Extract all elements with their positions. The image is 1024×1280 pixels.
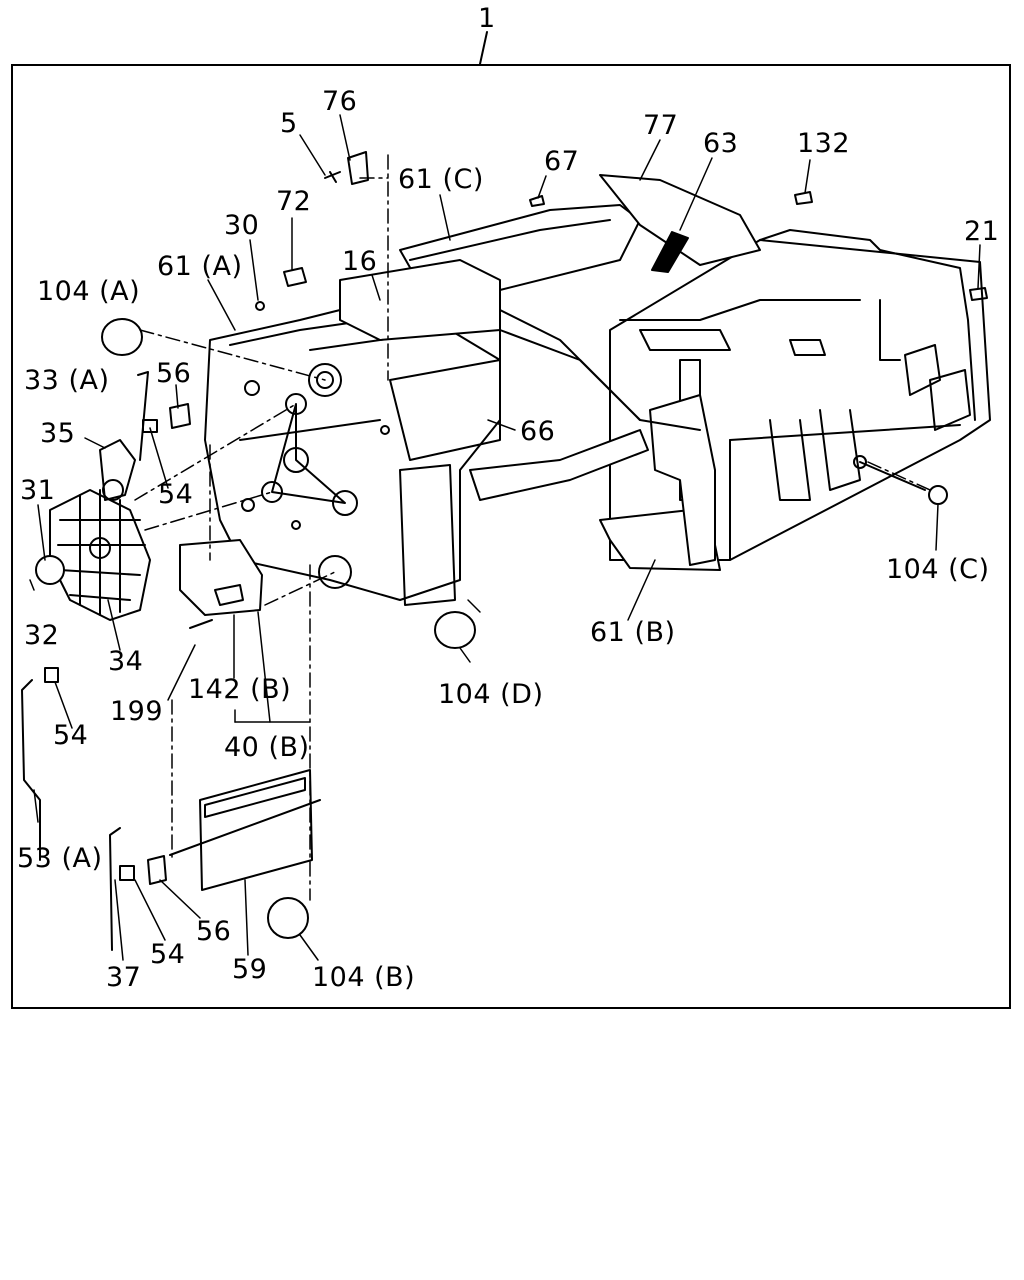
callout-54-upper: 54 — [158, 479, 194, 510]
callout-104b: 104 (B) — [312, 962, 416, 993]
callout-76: 76 — [322, 86, 358, 117]
callout-56-lower: 56 — [196, 916, 232, 947]
callout-40b: 40 (B) — [224, 732, 310, 763]
callout-63: 63 — [703, 128, 739, 159]
box-16 — [339, 259, 501, 341]
part-72 — [283, 267, 307, 287]
filter-rail — [169, 799, 321, 856]
clip-54-left — [44, 667, 59, 683]
rod-33a — [137, 371, 149, 461]
rod-53a — [21, 679, 41, 861]
callout-104a: 104 (A) — [37, 276, 141, 307]
callout-leaders — [29, 114, 981, 961]
callout-5: 5 — [280, 108, 298, 139]
callout-104d: 104 (D) — [438, 679, 544, 710]
callout-37: 37 — [106, 962, 142, 993]
callout-16: 16 — [342, 246, 378, 277]
link-56-lower — [147, 855, 167, 885]
callout-61a: 61 (A) — [157, 251, 243, 282]
alignment-lines — [134, 154, 931, 901]
callout-61b: 61 (B) — [590, 617, 676, 648]
duct-66 — [469, 429, 649, 501]
screw-30 — [255, 301, 265, 311]
callout-30: 30 — [224, 210, 260, 241]
callout-34: 34 — [108, 646, 144, 677]
cap-104b — [267, 897, 309, 939]
rod-37 — [109, 827, 121, 951]
callout-33a: 33 (A) — [24, 365, 110, 396]
callout-32: 32 — [24, 620, 60, 651]
callout-72: 72 — [276, 186, 312, 217]
cap-104c — [928, 485, 948, 505]
callout-77: 77 — [643, 110, 679, 141]
link-56-upper — [169, 403, 191, 429]
callout-31: 31 — [20, 475, 56, 506]
clip-54-lower — [119, 865, 135, 881]
lever-35 — [99, 439, 136, 501]
actuator-connector — [214, 584, 244, 606]
callout-56-upper: 56 — [156, 358, 192, 389]
clip-76 — [347, 151, 369, 185]
screw-21 — [969, 287, 988, 301]
callout-199: 199 — [110, 696, 164, 727]
lever-35-hub — [102, 479, 124, 501]
diagram-frame — [11, 64, 1011, 1009]
part-67 — [529, 195, 545, 207]
screw-5 — [324, 171, 341, 183]
bracket-61b — [599, 394, 721, 571]
callout-132: 132 — [797, 128, 851, 159]
callout-61c: 61 (C) — [398, 164, 484, 195]
cap-104a — [101, 318, 143, 356]
screw-199 — [189, 619, 213, 629]
callout-54-lower: 54 — [150, 939, 186, 970]
callout-35: 35 — [40, 418, 76, 449]
callout-21: 21 — [964, 216, 1000, 247]
assembly-leader — [479, 31, 488, 65]
callout-59: 59 — [232, 954, 268, 985]
callout-142b: 142 (B) — [188, 674, 292, 705]
callout-53a: 53 (A) — [17, 843, 103, 874]
mode-door-mechanism — [35, 489, 151, 621]
callout-67: 67 — [544, 146, 580, 177]
filter-59 — [199, 769, 313, 891]
clip-54-upper — [142, 419, 158, 433]
main-duct-housing — [609, 229, 991, 561]
callout-104c: 104 (C) — [886, 554, 990, 585]
callout-66: 66 — [520, 416, 556, 447]
cap-104d — [434, 611, 476, 649]
callout-1: 1 — [478, 3, 496, 34]
part-132 — [794, 191, 813, 205]
callout-54-left: 54 — [53, 720, 89, 751]
part-63 — [651, 231, 689, 273]
